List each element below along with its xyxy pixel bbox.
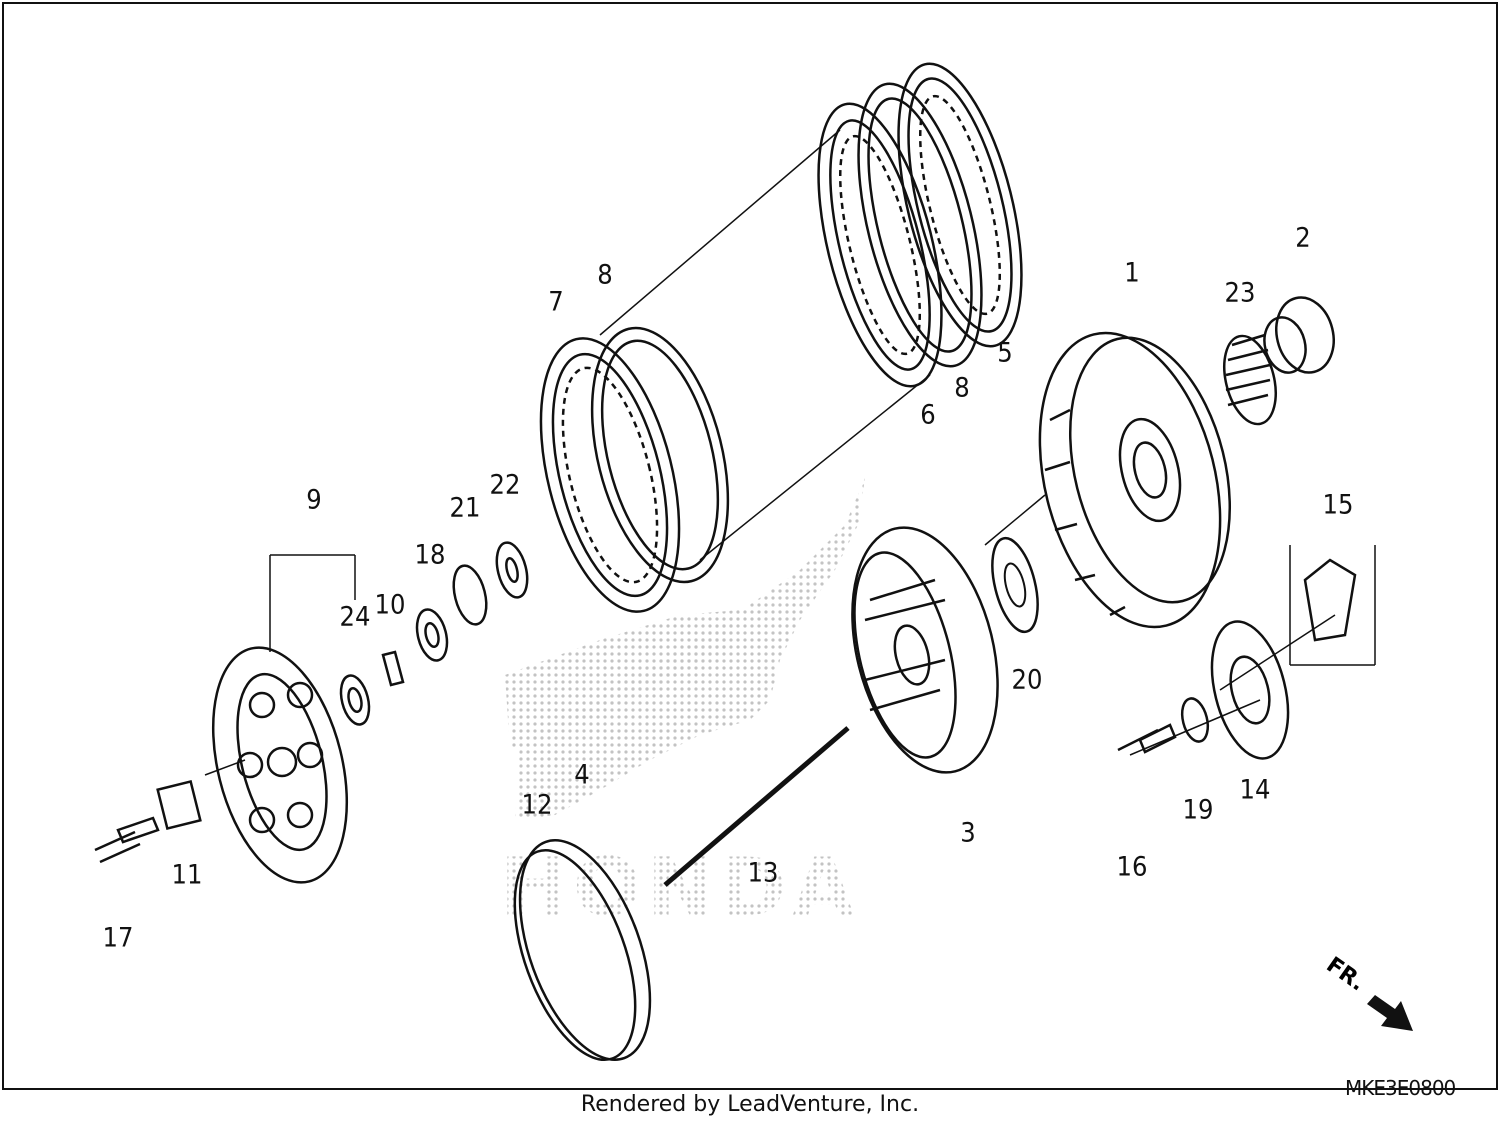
part-label-22[interactable]: 22 xyxy=(489,469,521,501)
pressure-plate xyxy=(211,646,349,884)
part-label-2[interactable]: 2 xyxy=(1295,222,1311,254)
clutch-plate-pair xyxy=(539,326,730,613)
collar xyxy=(1263,296,1335,374)
part-label-21[interactable]: 21 xyxy=(449,492,481,524)
part-label-17[interactable]: 17 xyxy=(102,922,134,954)
render-credit: Rendered by LeadVenture, Inc. xyxy=(580,1092,920,1117)
part-label-5[interactable]: 5 xyxy=(997,337,1013,369)
part-label-20[interactable]: 20 xyxy=(1011,664,1043,696)
part-label-8-right[interactable]: 8 xyxy=(954,372,970,404)
part-label-18[interactable]: 18 xyxy=(414,539,446,571)
part-label-16[interactable]: 16 xyxy=(1116,851,1148,883)
part-label-24[interactable]: 24 xyxy=(339,601,371,633)
frame-border xyxy=(2,2,1498,1090)
part-label-10[interactable]: 10 xyxy=(374,589,406,621)
honda-watermark-text: HONDA xyxy=(500,841,860,934)
part-label-9[interactable]: 9 xyxy=(306,484,322,516)
part-label-19[interactable]: 19 xyxy=(1182,794,1214,826)
part-label-1[interactable]: 1 xyxy=(1124,257,1140,289)
o-rings xyxy=(513,839,652,1062)
part-label-6[interactable]: 6 xyxy=(920,399,936,431)
part-label-23[interactable]: 23 xyxy=(1224,277,1256,309)
diagram-code: MKE3E0800 xyxy=(1345,1076,1456,1100)
part-label-4[interactable]: 4 xyxy=(574,759,590,791)
front-direction-arrow xyxy=(1367,995,1413,1031)
pushrod xyxy=(663,726,850,887)
small-parts xyxy=(94,541,1357,864)
washer-20 xyxy=(991,536,1039,634)
part-label-14[interactable]: 14 xyxy=(1239,774,1271,806)
part-label-3[interactable]: 3 xyxy=(960,817,976,849)
part-label-8-left[interactable]: 8 xyxy=(597,259,613,291)
part-label-13[interactable]: 13 xyxy=(747,857,779,889)
needle-bearing xyxy=(1223,333,1277,426)
part-label-7[interactable]: 7 xyxy=(548,286,564,318)
part-label-11[interactable]: 11 xyxy=(171,859,203,891)
honda-wing-watermark: HONDA xyxy=(500,478,865,934)
washer-20-hole xyxy=(1003,562,1027,608)
clutch-center xyxy=(851,526,999,774)
leader-lines xyxy=(204,129,1376,776)
clutch-outer xyxy=(1038,331,1232,629)
part-label-15[interactable]: 15 xyxy=(1322,489,1354,521)
part-label-12[interactable]: 12 xyxy=(521,789,553,821)
clutch-plate-stack xyxy=(817,62,1023,388)
